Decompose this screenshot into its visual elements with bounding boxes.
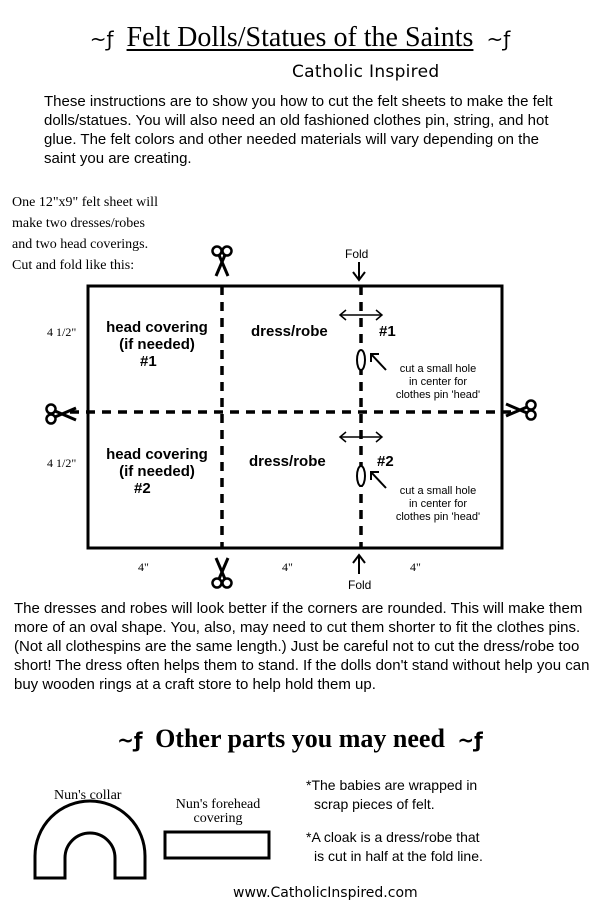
dimension-label: 4 1/2"	[47, 456, 77, 470]
cell-label-line: (if needed)	[119, 336, 195, 353]
fold-label-top: Fold	[345, 247, 369, 261]
page-title-row: ~ƒ Felt Dolls/Statues of the Saints ~ƒ	[0, 22, 600, 54]
forehead-label-line: covering	[193, 811, 243, 826]
note-line: is cut in half at the fold line.	[314, 848, 483, 864]
intro-paragraph: These instructions are to show you how t…	[44, 93, 553, 167]
cell-label-line: (if needed)	[119, 463, 195, 480]
hole-note-line: clothes pin 'head'	[395, 511, 481, 523]
dimension-label: 4"	[138, 560, 149, 574]
hole-note-line: in center for	[408, 498, 468, 510]
forehead-covering-shape	[163, 830, 271, 860]
fold-down-arrow-icon	[352, 262, 366, 282]
right-swirl-ornament: ~ƒ	[486, 27, 511, 51]
hole-note-line: in center for	[408, 376, 468, 388]
hole-note-line: cut a small hole	[399, 485, 477, 497]
hole-marker	[356, 349, 366, 371]
left-swirl-ornament: ~ƒ	[89, 27, 114, 51]
subtitle: Catholic Inspired	[292, 62, 440, 82]
dress-number-2: #2	[377, 453, 394, 470]
felt-sheet-note-line: and two head coverings.	[12, 237, 149, 252]
dimension-label: 4 1/2"	[47, 325, 77, 339]
rounding-instructions: The dresses and robes will look better i…	[14, 600, 590, 693]
forehead-label-line: Nun's forehead	[175, 797, 261, 812]
nuns-collar-shape	[33, 799, 147, 880]
head-covering-2-label: head covering (if needed) #2	[92, 446, 222, 497]
note-line: *A cloak is a dress/robe that	[306, 829, 480, 845]
felt-sheet-note-line: make two dresses/robes	[12, 216, 145, 231]
nuns-collar-label: Nun's collar	[54, 788, 122, 803]
section-heading: Other parts you may need	[155, 724, 445, 753]
right-swirl-ornament: ~ƒ	[457, 728, 483, 752]
scissors-icon	[211, 556, 233, 589]
fold-up-arrow-icon	[352, 553, 366, 574]
note-line: scrap pieces of felt.	[314, 796, 435, 812]
fold-label-bottom: Fold	[348, 578, 372, 592]
cell-label-line: head covering	[106, 319, 208, 336]
felt-sheet-note-line: Cut and fold like this:	[12, 258, 135, 273]
page-title: Felt Dolls/Statues of the Saints	[126, 22, 474, 53]
hole-marker	[356, 465, 366, 487]
dress-number-1: #1	[379, 323, 396, 340]
babies-note: *The babies are wrapped in scrap pieces …	[306, 776, 477, 814]
scissors-icon	[504, 399, 537, 421]
hole-instruction-1: cut a small hole in center for clothes p…	[383, 363, 493, 402]
hole-note-line: cut a small hole	[399, 363, 477, 375]
website-url: www.CatholicInspired.com	[233, 885, 418, 901]
scissors-icon	[211, 245, 233, 278]
dress-robe-2-label: dress/robe	[249, 453, 326, 470]
scissors-icon	[45, 403, 78, 425]
pointer-arrow-icon	[370, 353, 387, 371]
cloak-note: *A cloak is a dress/robe that is cut in …	[306, 828, 483, 866]
double-arrow-icon	[338, 431, 384, 443]
dress-robe-1-label: dress/robe	[251, 323, 328, 340]
cell-label-line: #1	[140, 353, 157, 370]
double-arrow-icon	[338, 309, 384, 321]
felt-sheet-outline	[86, 284, 504, 550]
left-swirl-ornament: ~ƒ	[117, 728, 143, 752]
forehead-covering-label: Nun's forehead covering	[162, 798, 274, 826]
pointer-arrow-icon	[370, 471, 387, 489]
cell-label-line: #2	[134, 480, 151, 497]
cell-label-line: head covering	[106, 446, 208, 463]
hole-note-line: clothes pin 'head'	[395, 389, 481, 401]
head-covering-1-label: head covering (if needed) #1	[94, 319, 220, 370]
dimension-label: 4"	[410, 560, 421, 574]
section-heading-row: ~ƒ Other parts you may need ~ƒ	[0, 724, 600, 754]
felt-sheet-note: One 12"x9" felt sheet will make two dres…	[12, 192, 212, 276]
hole-instruction-2: cut a small hole in center for clothes p…	[383, 485, 493, 524]
note-line: *The babies are wrapped in	[306, 777, 478, 793]
dimension-label: 4"	[282, 560, 293, 574]
felt-sheet-note-line: One 12"x9" felt sheet will	[12, 195, 158, 210]
